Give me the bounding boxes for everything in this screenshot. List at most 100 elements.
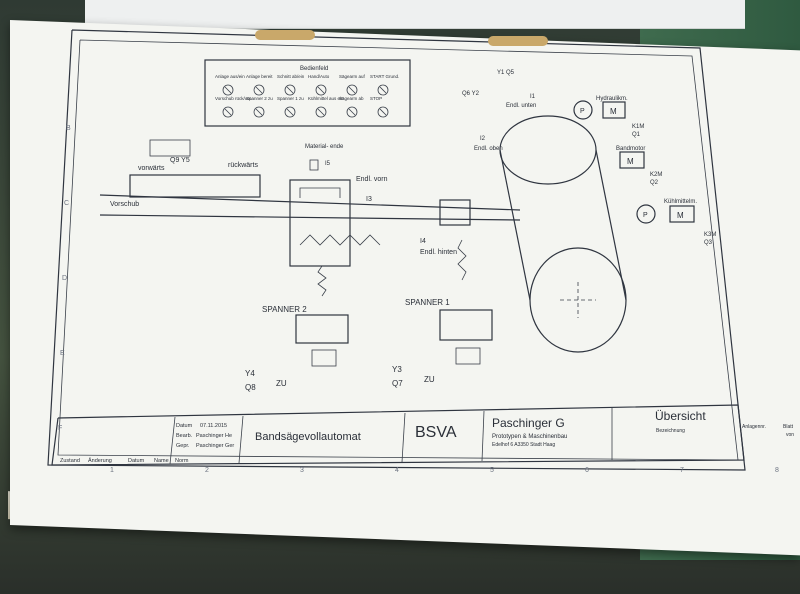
grid-row-label: C — [64, 200, 69, 207]
control-switch-mark — [317, 108, 325, 116]
label-i1: I1 — [530, 94, 536, 100]
grid-col-label: 3 — [300, 467, 304, 474]
center-block: Material- ende I5 — [289, 144, 381, 297]
control-switch-mark — [348, 86, 356, 94]
control-switch-icon — [315, 106, 327, 118]
control-switch-mark — [379, 86, 387, 94]
binder-ring-left — [255, 30, 315, 40]
label-zu-left: ZU — [276, 379, 287, 388]
grid-col-label: 6 — [585, 467, 589, 474]
control-label: Anlage aus/ein — [215, 74, 245, 79]
vorschub-assembly: Q9 Y5 vorwärts rückwärts Vorschub — [99, 139, 521, 221]
tb-norm: Norm — [175, 458, 189, 464]
control-switch-mark — [255, 86, 263, 94]
control-row-2: Vorschub rück/vor.Spanner 2 zu Spanner 1 … — [215, 96, 389, 118]
tb-zustand: Zustand — [60, 458, 80, 464]
tb-code: BSVA — [415, 424, 457, 441]
control-label: Sägearm auf — [339, 74, 366, 79]
label-endl-vorn: Endl. vorn — [356, 176, 388, 183]
label-y4: Y4 — [245, 369, 255, 378]
binder-ring-right — [488, 36, 548, 46]
tb-von: von — [786, 432, 794, 438]
label-endl-oben: Endl. oben — [474, 146, 503, 152]
control-switch-icon — [222, 84, 234, 96]
label-vorschub: Vorschub — [110, 201, 139, 208]
pump-symbol: P — [580, 108, 585, 115]
grid-row-label: E — [60, 350, 65, 357]
label-endl-unten: Endl. unten — [506, 103, 536, 109]
grid-col-label: 2 — [205, 467, 209, 474]
tb-bearb-label: Bearb. — [176, 433, 193, 439]
pump-symbol: P — [643, 212, 648, 219]
control-switch-icon — [346, 106, 358, 118]
hydraulic-motor: P M Hydraulikm. K1M Q1 — [573, 96, 644, 138]
control-label: Hand/Auto — [308, 74, 330, 79]
label-endl-hinten: Endl. hinten — [420, 249, 457, 256]
label-kuehlmittelm: Kühlmittelm. — [664, 199, 697, 205]
title-block: Datum 07.11.2015 Bearb. Paschinger He Ge… — [51, 404, 794, 466]
control-switch-mark — [348, 108, 356, 116]
control-switch-mark — [255, 108, 263, 116]
tb-company-sub: Prototypen & Maschinenbau — [492, 434, 567, 440]
tb-gepr-value: Paschinger Ger — [196, 443, 234, 449]
label-y1q5: Y1 Q5 — [497, 70, 515, 76]
spanner-2: SPANNER 2 Y4 Q8 ZU — [245, 305, 349, 392]
label-q1: Q1 — [632, 132, 641, 138]
control-switch-mark — [224, 108, 232, 116]
tb-company: Paschinger G — [492, 416, 565, 430]
tb-name: Name — [154, 458, 169, 464]
control-switch-icon — [377, 106, 389, 118]
control-panel-title: Bedienfeld — [300, 66, 328, 72]
coolant-motor: P M Kühlmittelm. K3M Q3 — [636, 199, 716, 246]
control-switch-icon — [315, 84, 327, 96]
label-vorwaerts: vorwärts — [138, 165, 165, 172]
tb-blatt: Blatt — [783, 424, 794, 430]
label-y3: Y3 — [392, 365, 402, 374]
label-zu-right: ZU — [424, 375, 435, 384]
label-i3: I3 — [366, 196, 372, 203]
bandsaw-wheels — [499, 115, 627, 353]
tb-sheet-title: Übersicht — [655, 409, 706, 423]
tb-aenderung: Änderung — [88, 457, 112, 464]
label-q2: Q2 — [650, 180, 659, 186]
grid-col-label: 7 — [680, 467, 684, 474]
tb-gepr-label: Gepr. — [176, 443, 190, 449]
control-label: Vorschub rück/vor. — [215, 96, 252, 101]
label-i5: I5 — [325, 161, 331, 167]
label-i2: I2 — [480, 136, 486, 142]
control-switch-mark — [224, 86, 232, 94]
tb-bezeichnung: Bezeichnung — [656, 428, 685, 434]
control-switch-mark — [286, 108, 294, 116]
control-switch-icon — [377, 84, 389, 96]
control-label: Kühlmittel aus ein — [308, 96, 344, 101]
label-spanner1: SPANNER 1 — [405, 298, 450, 307]
control-label: Anlage bereit — [246, 74, 273, 79]
label-spanner2: SPANNER 2 — [262, 305, 307, 314]
control-label: Spanner 1 zu — [277, 96, 304, 101]
label-k2m: K2M — [650, 172, 662, 178]
label-hydraulikm: Hydraulikm. — [596, 96, 628, 102]
grid-col-label: 1 — [110, 467, 114, 474]
tb-project-title: Bandsägevollautomat — [255, 431, 361, 443]
control-label: START Grund. — [370, 74, 399, 79]
grid-col-label: 8 — [775, 467, 779, 474]
label-i4: I4 — [420, 238, 426, 245]
grid-col-label: 4 — [395, 467, 399, 474]
grid-row-label: F — [58, 425, 62, 432]
control-switch-mark — [379, 108, 387, 116]
label-k3m: K3M — [704, 232, 716, 238]
control-switch-mark — [286, 86, 294, 94]
band-motor: M Bandmotor K2M Q2 — [616, 146, 662, 186]
label-rueckwaerts: rückwärts — [228, 162, 258, 169]
label-q6y2: Q6 Y2 — [462, 91, 480, 97]
control-switch-mark — [317, 86, 325, 94]
control-label: Spanner 2 zu — [246, 96, 273, 101]
top-sheet — [85, 0, 745, 29]
label-q3: Q3 — [704, 240, 713, 246]
control-switch-icon — [284, 106, 296, 118]
